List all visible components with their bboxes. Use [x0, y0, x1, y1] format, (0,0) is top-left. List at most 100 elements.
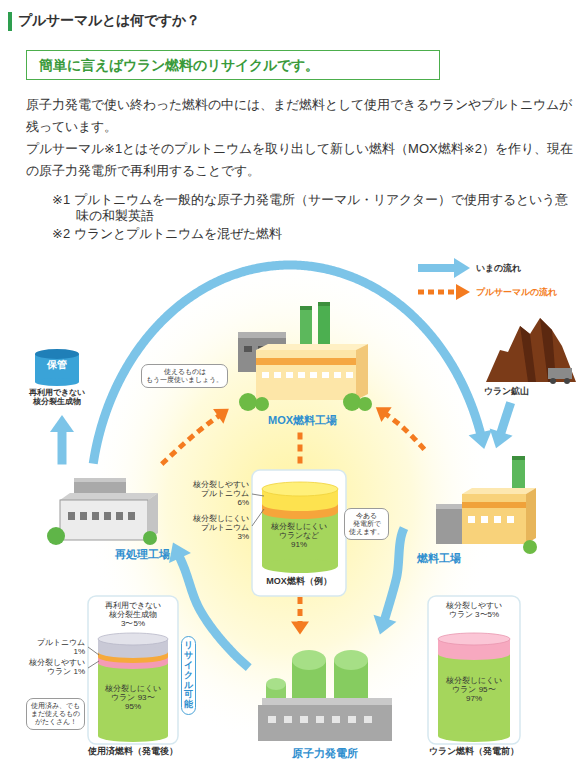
text-slot: 簡単に言えばウラン燃料のリサイクルです。	[39, 56, 427, 74]
flow-connector	[374, 528, 404, 634]
node-text: 核分裂しやすい ウラン 3〜5%	[446, 601, 502, 619]
text-slot: 保管	[35, 359, 79, 371]
legend-slot: プルサーマルの流れ	[476, 286, 557, 298]
flow-connector	[300, 433, 301, 469]
node-text: 保管	[47, 359, 67, 371]
body-text: プルサーマル※1とはそのプルトニウムを取り出して新しい燃料（MOX燃料※2）を作…	[26, 138, 574, 182]
node-text: ウラン燃料（発電前）	[429, 746, 519, 756]
nuclear-power-plant: 原子力発電所	[250, 635, 400, 764]
text-slot: 原子力発電所	[250, 747, 400, 760]
uranium-mine: ウラン鉱山	[482, 315, 576, 402]
text-slot: 核分裂しにくい ウラン 95〜97%	[428, 676, 520, 704]
text-slot: MOX燃料（例）	[252, 576, 346, 586]
arrowhead	[169, 543, 191, 563]
recyclable-tag: リサイクル可能	[181, 636, 196, 715]
node-text: ウラン鉱山	[484, 386, 529, 396]
text-slot: リサイクル可能	[184, 641, 193, 710]
text-slot: 今ある 発電所で 使えます。	[349, 512, 384, 536]
flow-line	[162, 415, 220, 464]
flow-line	[501, 403, 511, 434]
flow-line	[93, 265, 481, 464]
flow-line	[298, 433, 303, 469]
text-slot: 使用済燃料（発電後）	[84, 746, 182, 756]
flow-connector	[490, 403, 513, 449]
footnote: ※1 プルトニウムを一般的な原子力発電所（サーマル・リアクター）で使用するという…	[52, 192, 574, 224]
text-slot: 燃料工場	[417, 552, 461, 565]
label-slot: ※2 ウランとプルトニウムを混ぜた燃料	[52, 226, 574, 242]
node-text: 再利用できない 核分裂生成物 3〜5%	[105, 601, 161, 629]
text-column: 原子力発電で使い終わった燃料の中には、まだ燃料として使用できるウランやプルトニウ…	[26, 94, 574, 242]
spent-fuel-cylinder-figure	[88, 633, 168, 742]
flow-line	[384, 528, 404, 620]
text-slot: 核分裂しにくい ウラン 93〜95%	[88, 684, 178, 712]
mox-fuel-plant: MOX燃料工場	[230, 300, 375, 432]
text-slot: 核分裂しやすい ウラン 1%	[27, 658, 85, 676]
arrowhead	[376, 407, 392, 422]
node-text: 核分裂しにくい プルトニウム 3%	[193, 514, 249, 542]
title-bar	[8, 12, 12, 31]
arrowhead	[374, 615, 397, 635]
node-text: 再利用できない 核分裂生成物	[29, 388, 85, 406]
power-plant-figure	[258, 650, 392, 741]
flow-connector	[50, 415, 74, 465]
legend-text: いまの流れ	[476, 262, 521, 274]
text-slot: 再利用できない 核分裂生成物	[22, 388, 92, 406]
speech-bubble: 今ある 発電所で 使えます。	[344, 508, 389, 540]
node-text: 今ある 発電所で 使えます。	[349, 512, 384, 536]
speech-bubble: 使用済み、でも まだ使えるもの がたくさん！	[26, 698, 85, 730]
fuel-panels	[88, 470, 520, 744]
body-text: 原子力発電で使い終わった燃料の中には、まだ燃料として使用できるウランやプルトニウ…	[26, 94, 574, 138]
text-slot: 使用済み、でも まだ使えるもの がたくさん！	[31, 702, 80, 726]
text-slot: 再処理工場	[45, 548, 170, 561]
text-slot: プルトニウム 1%	[27, 638, 85, 656]
footnote: ※2 ウランとプルトニウムを混ぜた燃料	[52, 226, 574, 242]
spent-fuel-cylinder: 再利用できない 核分裂生成物 3〜5%プルトニウム 1%核分裂しやすい ウラン …	[88, 596, 178, 764]
flow-line	[385, 413, 424, 449]
arrowhead	[291, 622, 309, 635]
legend-slot: いまの流れ	[476, 262, 521, 274]
reprocessing-plant-figure	[47, 478, 158, 545]
mox-plant-figure	[238, 302, 372, 411]
node-text: 使用済み、でも まだ使えるもの がたくさん！	[31, 702, 80, 726]
arrowhead	[469, 430, 492, 449]
flow-line	[298, 597, 303, 624]
text-slot: 核分裂しにくい ウランなど 91%	[252, 522, 346, 550]
fuel-plant-figure	[436, 456, 537, 554]
label-slot: ※1 プルトニウムを一般的な原子力発電所（サーマル・リアクター）で使用するという…	[52, 192, 574, 224]
label-slot: プルサーマル※1とはそのプルトニウムを取り出して新しい燃料（MOX燃料※2）を作…	[26, 138, 574, 182]
flow-connector	[376, 407, 424, 449]
text-slot: 使えるものは もう一度使いましょう。	[146, 368, 223, 384]
text-slot: 核分裂しにくい プルトニウム 3%	[192, 514, 249, 542]
storage-tank-figure	[35, 349, 79, 386]
uranium-fuel-cylinder: 核分裂しやすい ウラン 3〜5% 核分裂しにくい ウラン 95〜97% ウラン燃料（…	[428, 596, 520, 764]
text-slot: ウラン燃料（発電前）	[424, 746, 524, 756]
node-text: 原子力発電所	[292, 747, 358, 760]
text-slot: 再利用できない 核分裂生成物 3〜5%	[88, 601, 178, 629]
flow-line	[58, 430, 67, 465]
legend-text: プルサーマルの流れ	[476, 286, 557, 298]
node-text: 核分裂しやすい ウラン 1%	[29, 658, 85, 676]
flow-connector	[162, 409, 229, 464]
node-text: プルトニウム 1%	[37, 638, 85, 656]
flow-connector	[291, 597, 309, 635]
storage-tank: 保管再利用できない 核分裂生成物	[22, 348, 92, 414]
node-text: 燃料工場	[417, 552, 461, 565]
reprocessing-plant: 再処理工場	[45, 465, 172, 565]
node-text: 使用済燃料（発電後）	[88, 746, 178, 756]
node-text: MOX燃料工場	[268, 414, 337, 427]
arrowhead	[213, 409, 229, 424]
legend-samples	[418, 258, 470, 300]
arrowhead	[490, 429, 513, 449]
mox-fuel-cylinder: 核分裂しやすい プルトニウム 6%核分裂しにくい プルトニウム 3%核分裂しにく…	[252, 470, 346, 596]
node-text: 再処理工場	[115, 548, 170, 561]
text-slot: 核分裂しやすい ウラン 3〜5%	[428, 601, 520, 619]
label-slot: 原子力発電で使い終わった燃料の中には、まだ燃料として使用できるウランやプルトニウ…	[26, 94, 574, 138]
fuel-plant: 燃料工場	[405, 450, 540, 570]
node-text: 核分裂しにくい ウランなど 91%	[271, 522, 327, 550]
flow-connector	[93, 265, 492, 464]
text-slot: MOX燃料工場	[230, 414, 375, 427]
arrowhead	[50, 415, 74, 432]
node-text: 核分裂しにくい ウラン 93〜95%	[105, 684, 161, 712]
node-text: 簡単に言えばウラン燃料のリサイクルです。	[39, 56, 427, 74]
